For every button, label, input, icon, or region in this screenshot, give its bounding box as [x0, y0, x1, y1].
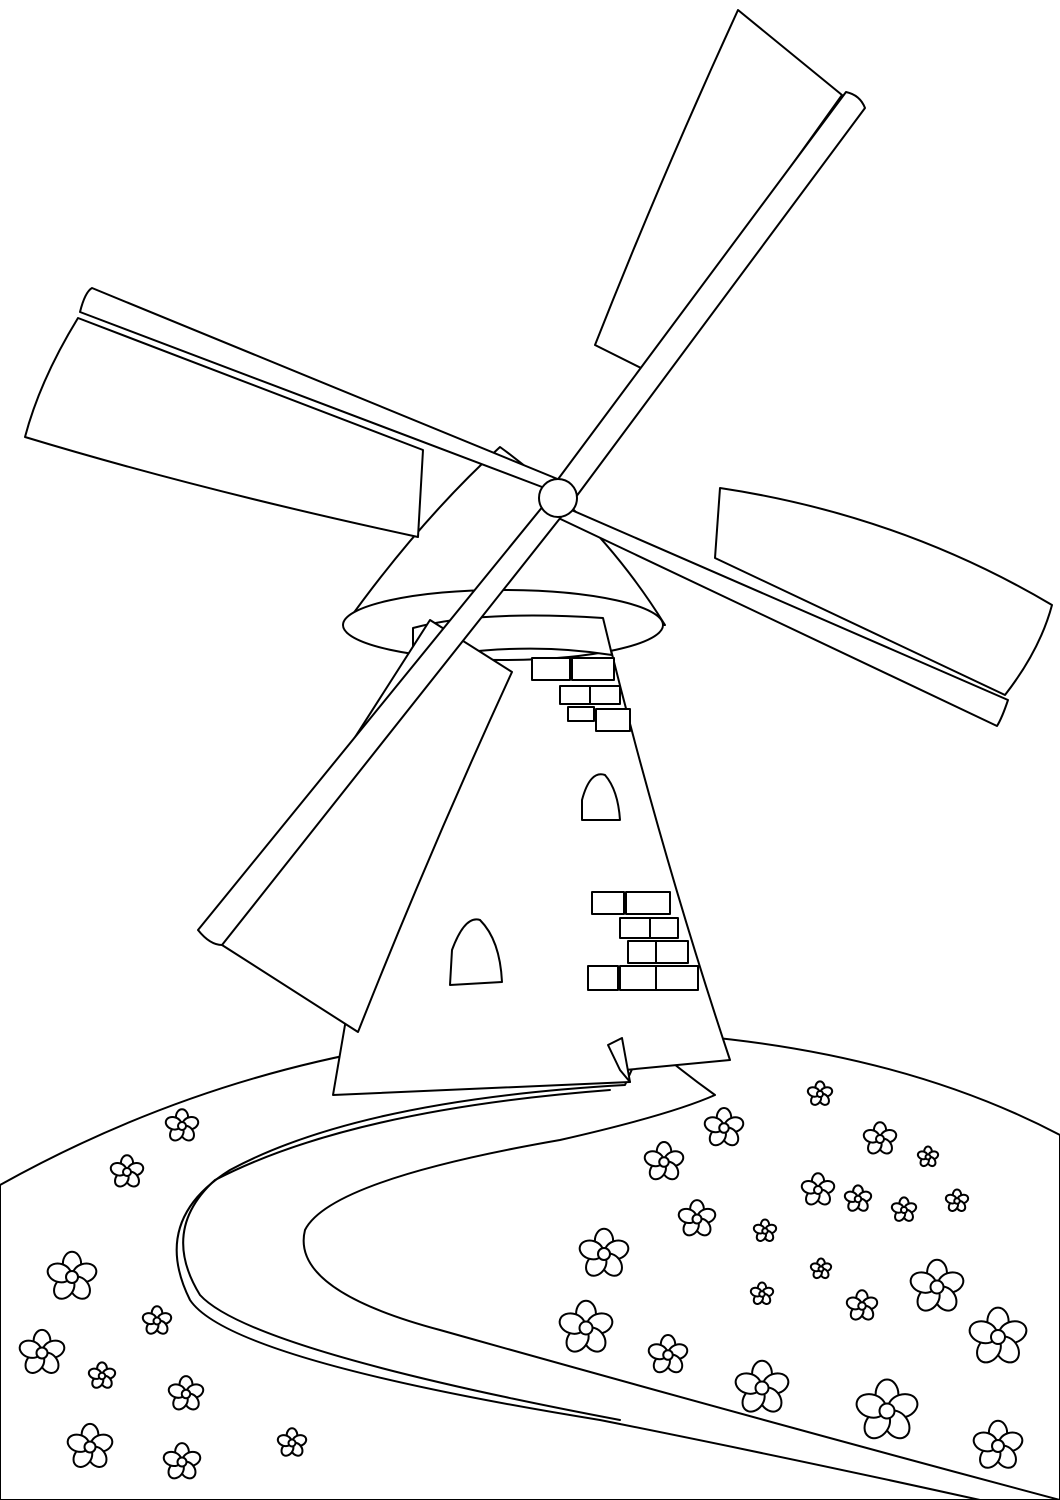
- flower-center: [758, 1290, 766, 1298]
- flower-center: [152, 1316, 162, 1326]
- flower-center: [718, 1122, 730, 1134]
- brick: [655, 965, 699, 991]
- cap-cone: [344, 446, 666, 626]
- flower-center: [597, 1247, 611, 1261]
- flower-center: [658, 1156, 670, 1168]
- flower: [558, 1299, 614, 1353]
- sail-beam-right: [551, 504, 1009, 727]
- brick: [619, 965, 657, 991]
- brick: [591, 891, 625, 915]
- flower-center: [991, 1439, 1005, 1453]
- flower: [162, 1442, 202, 1480]
- sail-beam-down: [197, 499, 566, 946]
- sail-beam-up: [549, 91, 866, 506]
- brick: [625, 891, 671, 915]
- sail-blade-right: [714, 487, 1053, 696]
- sail-blade-top: [594, 9, 843, 371]
- brick: [655, 940, 689, 964]
- flower-center: [83, 1440, 97, 1454]
- flower-center: [857, 1301, 867, 1311]
- flower-center: [35, 1346, 49, 1360]
- flower: [862, 1121, 898, 1155]
- flower-center: [990, 1329, 1006, 1345]
- flower-center: [817, 1265, 825, 1273]
- flower-center: [924, 1153, 932, 1161]
- flower: [800, 1172, 836, 1206]
- flower-center: [853, 1194, 863, 1204]
- flower-center: [122, 1167, 132, 1177]
- flower-center: [578, 1320, 594, 1336]
- flower: [916, 1145, 940, 1168]
- brick: [531, 657, 571, 681]
- brick: [559, 685, 591, 705]
- flower-center: [875, 1134, 885, 1144]
- flower-center: [65, 1270, 79, 1284]
- flower-center: [176, 1456, 188, 1468]
- flower: [87, 1361, 117, 1389]
- flower-center: [97, 1371, 107, 1381]
- brick: [627, 940, 657, 964]
- flower-center: [177, 1121, 187, 1131]
- flower: [647, 1334, 689, 1374]
- flower: [66, 1422, 114, 1468]
- flower: [18, 1328, 66, 1374]
- flower: [677, 1199, 717, 1237]
- flower: [968, 1306, 1028, 1364]
- brick: [595, 708, 631, 732]
- sail-beam-left: [79, 287, 561, 491]
- flower: [276, 1427, 308, 1457]
- flower: [909, 1258, 965, 1312]
- brick: [571, 657, 615, 681]
- flower: [643, 1141, 685, 1181]
- sail-blade-bottom: [221, 619, 513, 1033]
- flower: [578, 1227, 630, 1277]
- flower: [855, 1378, 919, 1440]
- window-upper: [581, 773, 621, 821]
- flower-center: [180, 1388, 192, 1400]
- flower: [109, 1154, 145, 1188]
- road: [175, 1039, 1060, 1500]
- sail-blade-left: [24, 317, 424, 538]
- flower: [806, 1080, 834, 1106]
- flower: [845, 1289, 879, 1321]
- flower: [890, 1196, 918, 1222]
- brick: [589, 685, 621, 705]
- flower: [944, 1188, 970, 1212]
- flower-center: [813, 1185, 823, 1195]
- flower-center: [662, 1349, 674, 1361]
- flower: [141, 1305, 173, 1335]
- brick: [619, 917, 651, 939]
- brick: [649, 917, 679, 939]
- flower: [703, 1107, 745, 1147]
- tower-door-notch: [607, 1037, 631, 1083]
- flower: [972, 1419, 1024, 1469]
- brick: [567, 706, 595, 722]
- flower-center: [287, 1438, 297, 1448]
- flower-center: [929, 1279, 945, 1295]
- flower-center: [953, 1197, 961, 1205]
- flower: [752, 1218, 778, 1242]
- flower: [749, 1281, 775, 1305]
- brick: [587, 965, 619, 991]
- flower: [843, 1184, 873, 1212]
- flower: [46, 1250, 98, 1300]
- flower-center: [816, 1090, 824, 1098]
- hub: [538, 478, 578, 518]
- flower: [734, 1359, 790, 1413]
- bricks: [531, 657, 699, 991]
- flower: [809, 1257, 833, 1280]
- flower: [167, 1375, 205, 1411]
- flowers: [18, 1080, 1028, 1480]
- road-edge: [182, 1089, 621, 1421]
- flower-center: [691, 1213, 703, 1225]
- flower: [164, 1108, 200, 1142]
- window-lower: [449, 918, 503, 986]
- flower-center: [761, 1227, 769, 1235]
- flower-center: [878, 1402, 896, 1420]
- flower-center: [754, 1380, 770, 1396]
- flower-center: [900, 1206, 908, 1214]
